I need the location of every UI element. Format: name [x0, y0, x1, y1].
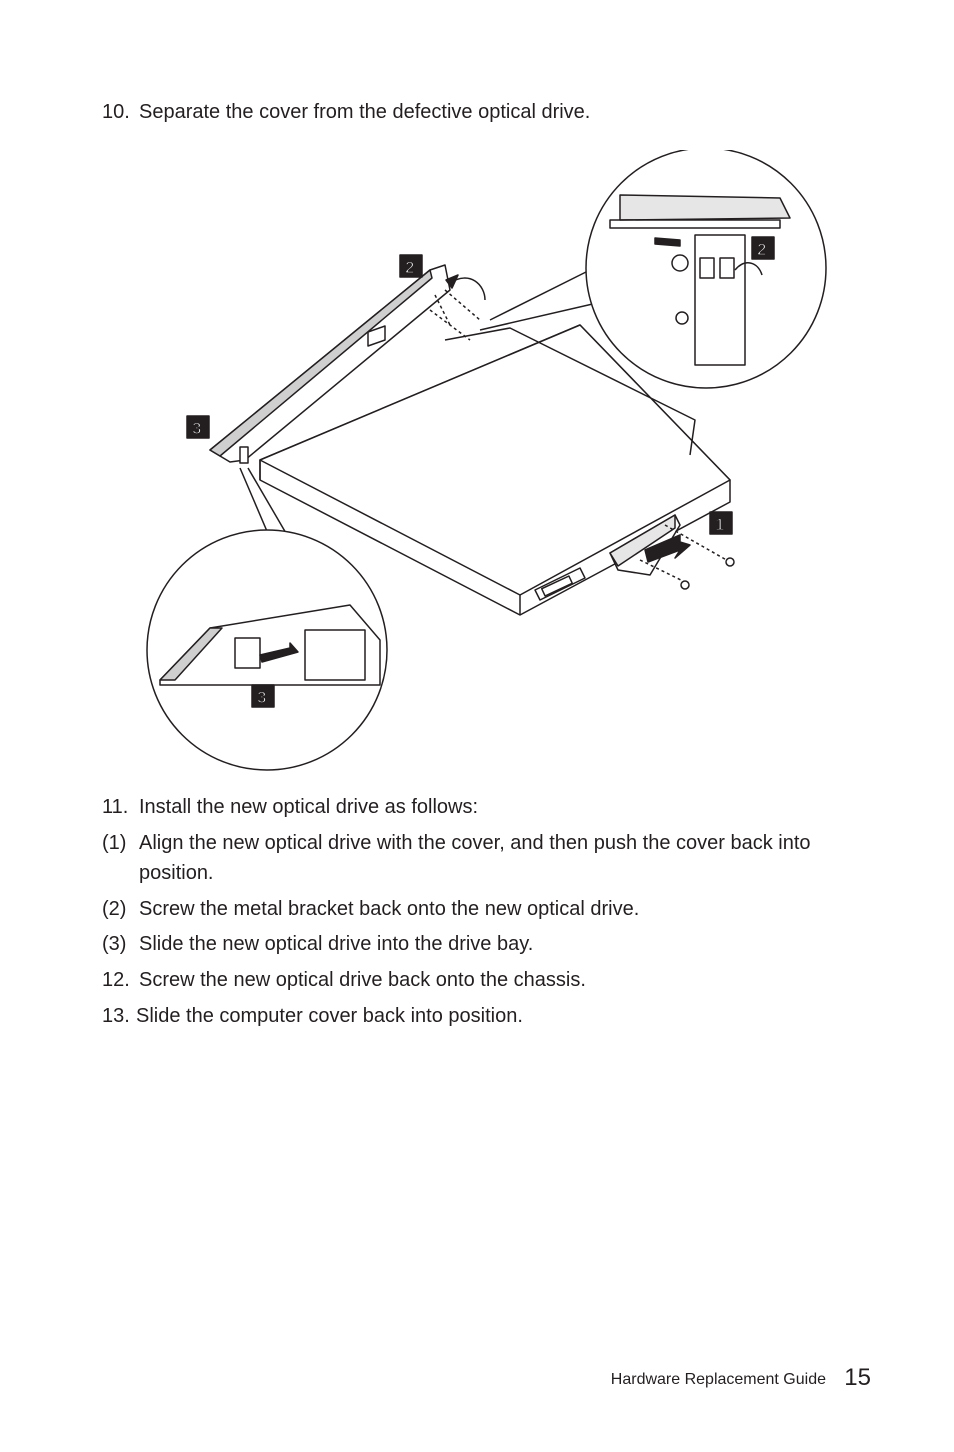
- svg-text:2: 2: [757, 240, 766, 259]
- step-13: 13. Slide the computer cover back into p…: [102, 1001, 862, 1031]
- svg-text:3: 3: [257, 688, 266, 707]
- step-text: Screw the new optical drive back onto th…: [139, 969, 586, 991]
- zoom-detail-cover-tab: [146, 529, 388, 771]
- step-11: 11. Install the new optical drive as fol…: [102, 792, 862, 822]
- callout-2-zoom: 2: [751, 236, 775, 260]
- callout-1: 1: [709, 511, 733, 535]
- footer-guide-title: Hardware Replacement Guide: [610, 1371, 826, 1388]
- step-10: 10. Separate the cover from the defectiv…: [102, 97, 862, 127]
- callout-2: 2: [399, 254, 423, 278]
- step-number: 13.: [102, 1005, 130, 1027]
- step-text: Align the new optical drive with the cov…: [139, 832, 811, 884]
- step-12: 12. Screw the new optical drive back ont…: [102, 965, 862, 995]
- step-number: (3): [102, 933, 127, 955]
- svg-text:3: 3: [192, 419, 201, 438]
- step-number: (2): [102, 898, 127, 920]
- optical-drive-removal-illustration: 1 2 2 3 3: [146, 150, 827, 771]
- metal-bracket: [609, 514, 735, 590]
- substep-1: (1) Align the new optical drive with the…: [102, 828, 862, 888]
- drive-cover: [209, 264, 486, 464]
- step-text: Slide the new optical drive into the dri…: [139, 933, 534, 955]
- substep-3: (3) Slide the new optical drive into the…: [102, 929, 862, 959]
- step-number: 11.: [102, 796, 129, 818]
- optical-drive: [259, 324, 731, 616]
- step-number: 12.: [102, 969, 130, 991]
- page-number: 15: [844, 1364, 871, 1391]
- zoom-detail-cover-latch: [585, 150, 827, 389]
- step-text: Install the new optical drive as follows…: [139, 796, 479, 818]
- svg-text:2: 2: [405, 258, 414, 277]
- callout-3: 3: [186, 415, 210, 439]
- step-text: Separate the cover from the defective op…: [139, 101, 591, 123]
- callout-3-zoom: 3: [251, 684, 275, 708]
- step-text: Screw the metal bracket back onto the ne…: [139, 898, 640, 920]
- step-text: Slide the computer cover back into posit…: [136, 1005, 523, 1027]
- svg-text:1: 1: [715, 515, 724, 534]
- step-number: (1): [102, 832, 127, 854]
- step-number: 10.: [102, 101, 130, 123]
- substep-2: (2) Screw the metal bracket back onto th…: [102, 894, 862, 924]
